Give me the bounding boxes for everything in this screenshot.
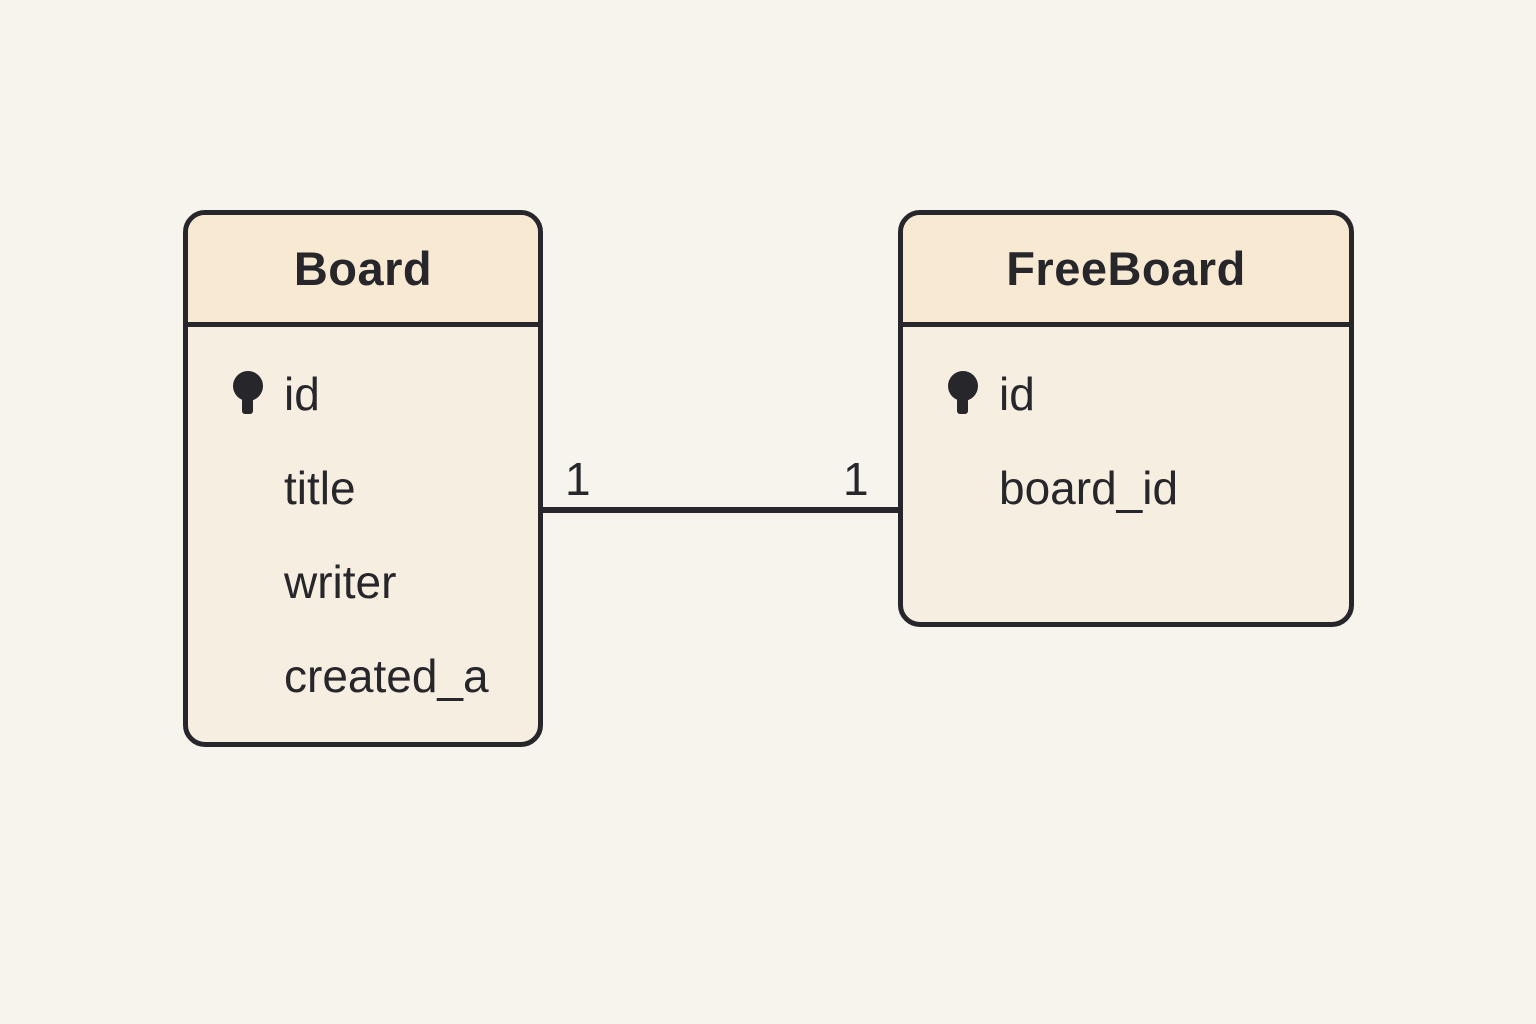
field-row: created_a	[188, 629, 538, 723]
cardinality-label-board-side: 1	[565, 453, 591, 505]
field-name: created_a	[284, 650, 489, 702]
field-name: id	[999, 368, 1035, 420]
entity-freeboard-header: FreeBoard	[903, 215, 1349, 327]
entity-title: Board	[293, 242, 433, 295]
key-slot-empty	[230, 646, 284, 706]
entity-board-fields: id title writer created_a	[188, 327, 538, 723]
field-name: writer	[284, 556, 397, 608]
field-name: title	[284, 462, 356, 514]
entity-freeboard: FreeBoard id board_id	[898, 210, 1354, 627]
field-row: id	[903, 347, 1349, 441]
primary-key-icon	[945, 364, 999, 424]
field-row: writer	[188, 535, 538, 629]
cardinality-label-freeboard-side: 1	[843, 453, 869, 505]
field-name: board_id	[999, 462, 1179, 514]
field-name: id	[284, 368, 320, 420]
field-row: title	[188, 441, 538, 535]
key-slot-empty	[230, 552, 284, 612]
key-slot-empty	[230, 458, 284, 518]
entity-board-header: Board	[188, 215, 538, 327]
field-row: board_id	[903, 441, 1349, 535]
relationship-line	[543, 507, 900, 513]
entity-title: FreeBoard	[1006, 242, 1246, 295]
field-row: id	[188, 347, 538, 441]
key-slot-empty	[945, 458, 999, 518]
entity-freeboard-fields: id board_id	[903, 327, 1349, 535]
entity-board: Board id title writer	[183, 210, 543, 747]
primary-key-icon	[230, 364, 284, 424]
